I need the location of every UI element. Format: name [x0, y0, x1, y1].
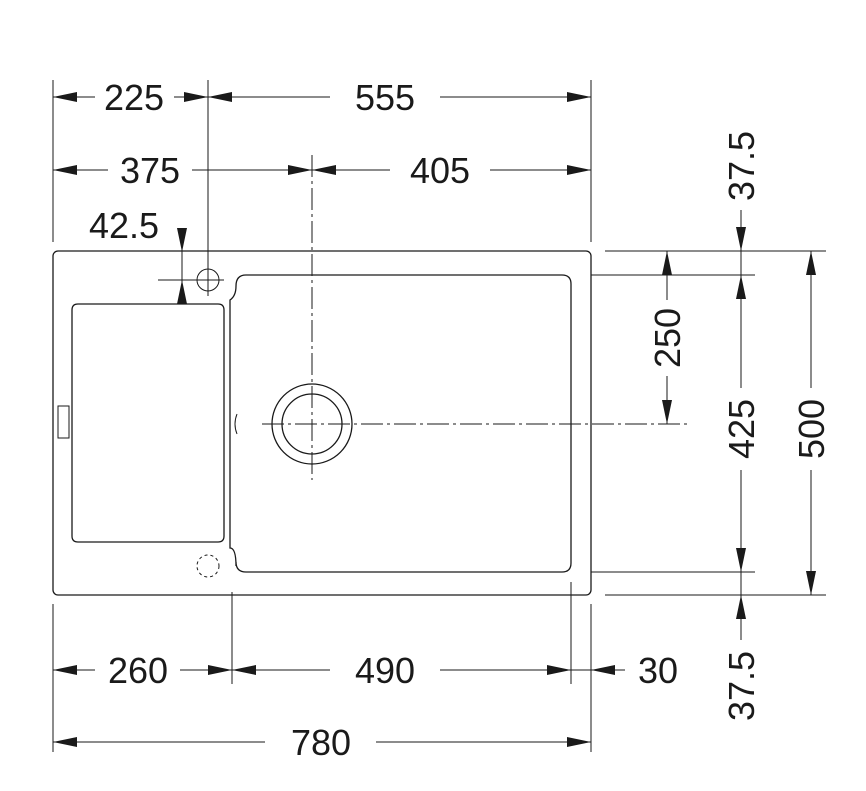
optional-hole-icon — [196, 554, 220, 578]
dim-500: 500 — [791, 399, 832, 459]
dim-225: 225 — [104, 77, 164, 118]
dim-37-5-top: 37.5 — [721, 131, 762, 201]
sink-body — [52, 250, 592, 596]
sink-outer-rim — [52, 250, 592, 596]
center-lines — [262, 155, 688, 480]
dim-490: 490 — [355, 650, 415, 691]
dim-375: 375 — [120, 150, 180, 191]
dim-555: 555 — [355, 77, 415, 118]
dim-780: 780 — [291, 722, 351, 763]
dim-425: 425 — [721, 399, 762, 459]
dimension-lines — [53, 96, 812, 743]
dim-37-5-bottom: 37.5 — [721, 651, 762, 721]
dim-405: 405 — [410, 150, 470, 191]
dimension-labels: 225 555 375 405 42.5 260 490 30 780 37.5… — [89, 77, 832, 763]
dim-260: 260 — [108, 650, 168, 691]
arrowheads — [53, 92, 816, 747]
bowl-notch — [234, 413, 238, 435]
dim-250: 250 — [647, 308, 688, 368]
dim-30: 30 — [638, 650, 678, 691]
main-bowl — [229, 274, 572, 573]
extension-lines — [52, 80, 826, 752]
drainer-area — [71, 303, 225, 543]
overflow-slot — [57, 405, 70, 439]
dim-42-5: 42.5 — [89, 205, 159, 246]
